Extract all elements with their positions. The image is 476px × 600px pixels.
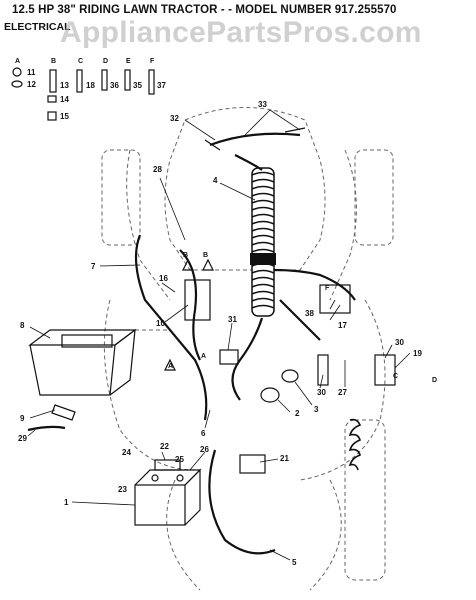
callout-10: 10 [156, 319, 165, 328]
callout-4: 4 [213, 176, 218, 185]
svg-text:18: 18 [86, 81, 95, 90]
callout-32: 32 [170, 114, 179, 123]
svg-text:15: 15 [60, 112, 69, 121]
callout-19: 19 [413, 349, 422, 358]
battery-box [28, 328, 137, 396]
headlight-connectors [204, 127, 306, 151]
headlight-wire [209, 132, 301, 147]
connector-letter-a: A [168, 363, 173, 370]
callout-3: 3 [314, 405, 319, 414]
page-title: 12.5 HP 38" RIDING LAWN TRACTOR - - MODE… [12, 4, 397, 16]
part-29 [27, 425, 66, 432]
callout-30b: 30 [395, 338, 404, 347]
coil-lead [348, 418, 362, 471]
part-2 [260, 387, 280, 403]
svg-text:14: 14 [60, 95, 69, 104]
callout-16: 16 [159, 274, 168, 283]
part-3 [281, 369, 299, 383]
connector-letter-c: C [393, 373, 398, 380]
svg-text:13: 13 [60, 81, 69, 90]
svg-text:37: 37 [157, 81, 166, 90]
wiring-harness-coil [250, 167, 276, 317]
part-31 [219, 349, 239, 365]
callout-2: 2 [295, 409, 300, 418]
svg-text:36: 36 [110, 81, 119, 90]
svg-text:12: 12 [27, 80, 36, 89]
callout-29: 29 [18, 434, 27, 443]
callout-28: 28 [153, 165, 162, 174]
callout-27: 27 [338, 388, 347, 397]
wire-5 [208, 449, 276, 555]
part-21 [239, 454, 266, 474]
callout-30a: 30 [317, 388, 326, 397]
callout-6: 6 [201, 429, 206, 438]
callout-21: 21 [280, 454, 289, 463]
callout-9: 9 [20, 414, 25, 423]
switch-19 [374, 354, 396, 386]
part-9 [51, 404, 76, 421]
connector-letter-d: D [432, 377, 437, 384]
hw-letter-e: E [126, 58, 131, 65]
callout-1: 1 [64, 498, 69, 507]
callout-25: 25 [175, 455, 184, 464]
hw-letter-a: A [15, 58, 20, 65]
leader-lines [27, 109, 411, 561]
connector-letter-a2: A [201, 353, 206, 360]
callout-5: 5 [292, 558, 297, 567]
callout-22: 22 [160, 442, 169, 451]
callout-23: 23 [118, 485, 127, 494]
hardware-legend: A B C D E F 11 12 13 18 36 35 37 14 15 [11, 58, 166, 121]
callout-26: 26 [200, 445, 209, 454]
svg-text:35: 35 [133, 81, 142, 90]
hw-letter-b: B [51, 58, 56, 65]
part-30-a [317, 354, 329, 386]
hw-letter-c: C [78, 58, 83, 65]
battery [134, 468, 202, 526]
callout-33: 33 [258, 100, 267, 109]
callouts: 33 32 4 28 7 16 8 10 31 6 2 3 30 27 38 1… [18, 100, 422, 567]
battery-strap [154, 459, 181, 471]
callout-31: 31 [228, 315, 237, 324]
hw-letter-f: F [150, 58, 155, 65]
callout-24: 24 [122, 448, 131, 457]
callout-17: 17 [338, 321, 347, 330]
part-10 [184, 279, 211, 321]
wire-7 [134, 234, 208, 421]
callout-8: 8 [20, 321, 25, 330]
callout-7: 7 [91, 262, 96, 271]
section-label: ELECTRICAL [4, 21, 71, 33]
svg-text:11: 11 [27, 68, 36, 77]
hw-letter-d: D [103, 58, 108, 65]
connector-letter-b: B [183, 252, 188, 259]
connector-letter-f: F [325, 285, 330, 292]
callout-38: 38 [305, 309, 314, 318]
connector-letter-b2: B [203, 252, 208, 259]
